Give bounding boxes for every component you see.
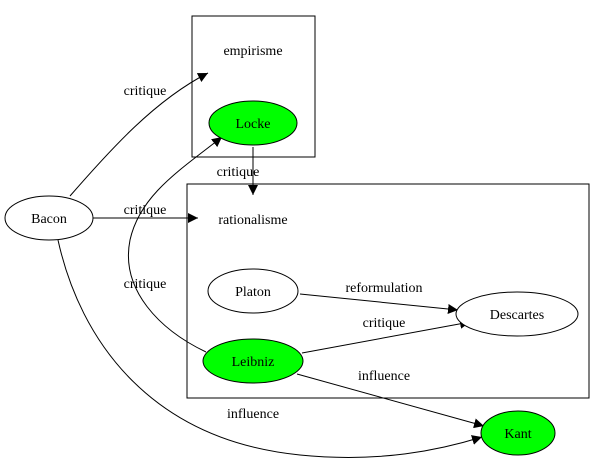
node-kant-shape bbox=[480, 410, 556, 456]
cluster-rationalisme: rationalisme bbox=[186, 183, 590, 399]
node-locke-shape bbox=[208, 100, 298, 146]
node-platon-shape bbox=[207, 268, 299, 314]
node-kant-label: Kant bbox=[504, 427, 531, 442]
edge-leibniz-descartes: critique bbox=[301, 316, 471, 354]
node-kant: Kant bbox=[480, 410, 556, 456]
edge-locke-rationalisme: critique bbox=[217, 147, 260, 195]
edge-bacon-kant-label: influence bbox=[227, 407, 279, 422]
edge-bacon-empirisme: critique bbox=[69, 72, 209, 197]
edge-platon-descartes: reformulation bbox=[299, 281, 459, 314]
edge-leibniz-locke: critique bbox=[124, 136, 223, 353]
edge-bacon-rationalisme-label: critique bbox=[124, 203, 167, 218]
edge-bacon-empirisme-label: critique bbox=[124, 84, 167, 99]
node-platon-label: Platon bbox=[235, 285, 271, 300]
cluster-rationalisme-label: rationalisme bbox=[218, 213, 287, 228]
edge-leibniz-descartes-label: critique bbox=[363, 316, 406, 331]
node-platon: Platon bbox=[207, 268, 299, 314]
cluster-empirisme-label: empirisme bbox=[223, 44, 282, 59]
node-bacon-label: Bacon bbox=[31, 212, 67, 227]
edge-locke-rationalisme-label: critique bbox=[217, 165, 260, 180]
node-leibniz-shape bbox=[202, 338, 304, 384]
edge-bacon-rationalisme: critique bbox=[93, 203, 198, 223]
node-leibniz-label: Leibniz bbox=[232, 355, 275, 370]
node-leibniz: Leibniz bbox=[202, 338, 304, 384]
edge-bacon-kant: influence bbox=[57, 239, 483, 458]
node-locke-label: Locke bbox=[236, 117, 271, 132]
node-bacon-shape bbox=[4, 195, 94, 241]
edge-leibniz-kant-line bbox=[296, 373, 485, 429]
node-descartes-shape bbox=[455, 291, 579, 337]
node-descartes: Descartes bbox=[455, 291, 579, 337]
edge-leibniz-kant-label: influence bbox=[358, 369, 410, 384]
node-descartes-label: Descartes bbox=[490, 308, 544, 323]
edge-bacon-kant-line bbox=[57, 239, 483, 458]
edge-bacon-empirisme-line bbox=[69, 72, 209, 197]
node-locke: Locke bbox=[208, 100, 298, 146]
edge-platon-descartes-label: reformulation bbox=[346, 281, 423, 296]
edge-leibniz-descartes-line bbox=[301, 318, 471, 354]
cluster-rationalisme-frame bbox=[186, 183, 590, 399]
edge-leibniz-kant: influence bbox=[296, 369, 485, 429]
edge-leibniz-locke-line bbox=[128, 136, 223, 353]
node-bacon: Bacon bbox=[4, 195, 94, 241]
edge-leibniz-locke-label: critique bbox=[124, 277, 167, 292]
edge-platon-descartes-line bbox=[299, 293, 459, 314]
